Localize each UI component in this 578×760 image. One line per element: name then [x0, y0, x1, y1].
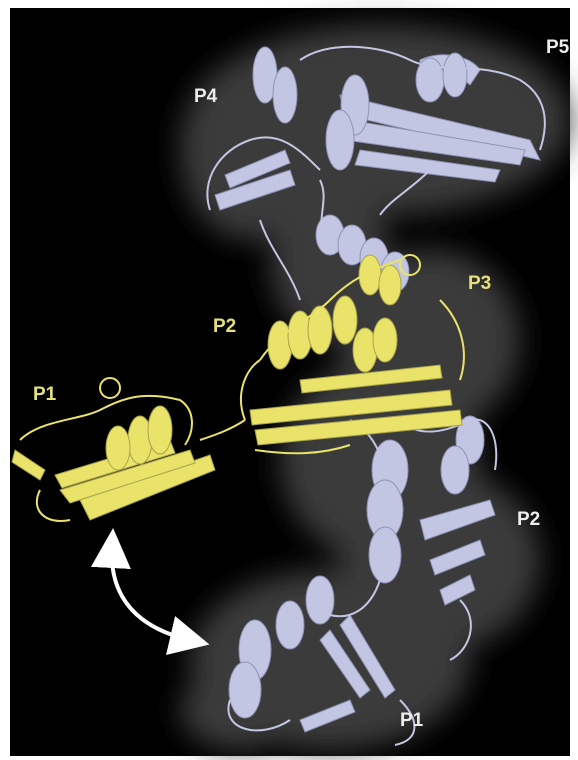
label-p2-white: P2	[517, 510, 540, 529]
label-p4: P4	[194, 87, 217, 106]
label-p3: P3	[468, 274, 491, 293]
label-p2-yellow: P2	[213, 317, 236, 336]
label-p1-yellow: P1	[33, 385, 56, 404]
label-p1-white: P1	[400, 711, 423, 730]
label-p5: P5	[546, 38, 569, 57]
